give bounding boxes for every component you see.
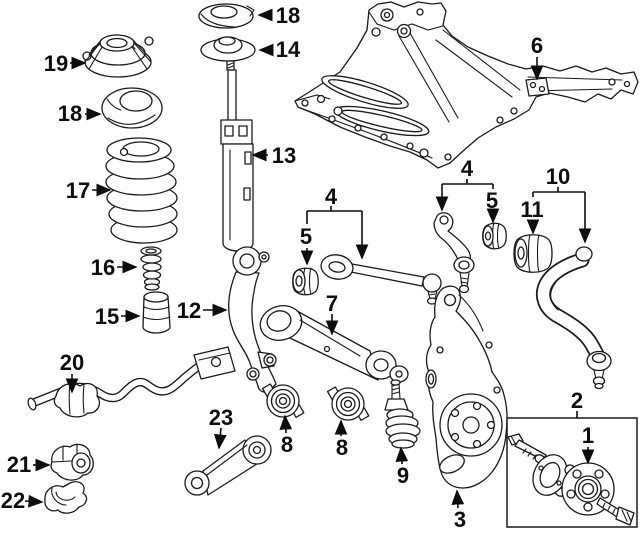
upper-control-arm-rear-part <box>433 212 475 294</box>
callout-arrows <box>24 8 595 509</box>
dust-boot-part <box>142 291 171 334</box>
callout-label-18-top: 18 <box>276 3 300 28</box>
callout-label-21: 21 <box>7 452 31 477</box>
jounce-bumper-part <box>140 246 162 291</box>
lower-arm-bushing-part <box>513 234 553 273</box>
callout-label-23: 23 <box>209 405 233 430</box>
callout-label-15: 15 <box>95 304 119 329</box>
callout-label-13: 13 <box>272 143 296 168</box>
stabilizer-bushing-part <box>50 443 94 481</box>
callout-label-3: 3 <box>454 507 466 532</box>
link-bushing-right-part <box>326 386 370 421</box>
lower-control-arm-front-part <box>259 305 409 383</box>
callout-label-8a: 8 <box>281 432 293 457</box>
arm-bushing-front-part <box>292 267 319 296</box>
callout-label-12: 12 <box>177 298 201 323</box>
callout-label-5b: 5 <box>486 188 498 213</box>
coil-spring-part <box>105 137 178 244</box>
link-bushing-left-part <box>261 383 305 418</box>
callout-label-17: 17 <box>66 178 90 203</box>
strut-part <box>220 60 254 252</box>
callout-label-18-left: 18 <box>58 101 82 126</box>
callout-arrow-23 <box>213 427 227 450</box>
hub-bolt-right <box>596 497 635 526</box>
stabilizer-link-part <box>184 435 272 496</box>
callout-label-11: 11 <box>520 197 543 222</box>
lower-control-arm-rear-part <box>535 246 612 390</box>
ball-joint-part <box>384 379 421 449</box>
callout-label-20: 20 <box>60 350 84 375</box>
stabilizer-bar-part <box>27 346 236 418</box>
callout-arrow-8a <box>279 414 293 434</box>
callout-label-6: 6 <box>531 33 543 58</box>
wheel-hub-part <box>561 462 615 516</box>
strut-mount-part <box>82 34 154 78</box>
upper-control-arm-front-part <box>320 254 442 305</box>
wheel-bearing <box>532 454 568 497</box>
callout-arrow-9 <box>395 446 409 465</box>
callout-label-14: 14 <box>276 37 301 62</box>
callout-bracket-4b <box>442 179 494 189</box>
callout-label-4b: 4 <box>461 156 474 181</box>
callout-label-22: 22 <box>1 488 25 513</box>
subframe-crossmember-part <box>294 1 639 169</box>
callout-label-9: 9 <box>397 463 409 488</box>
upper-spring-seat-part <box>101 87 163 129</box>
arm-bushing-rear-part <box>482 222 507 250</box>
strut-fork-part <box>228 246 277 393</box>
callout-label-4a: 4 <box>325 184 338 209</box>
stabilizer-bracket-part <box>44 481 88 514</box>
callout-label-1: 1 <box>582 423 594 448</box>
callout-label-10: 10 <box>546 164 570 189</box>
hub-kit-box <box>506 417 638 528</box>
callout-arrow-22 <box>24 494 44 508</box>
callout-arrow-3 <box>451 489 465 509</box>
callout-labels: 19 18 17 16 15 12 18 14 13 6 4 5 4 5 10 … <box>1 3 594 532</box>
callout-label-19: 19 <box>44 51 68 76</box>
callout-label-2: 2 <box>571 388 583 413</box>
callout-label-8b: 8 <box>336 435 348 460</box>
callout-label-7: 7 <box>326 291 338 316</box>
callout-bracket-4a <box>306 206 362 224</box>
strut-cap-part <box>198 3 255 29</box>
callout-label-5a: 5 <box>300 224 312 249</box>
callout-label-16: 16 <box>91 255 115 280</box>
callout-bracket-10 <box>532 187 585 197</box>
spring-seat-part <box>200 36 256 62</box>
steering-knuckle-part <box>425 285 508 489</box>
